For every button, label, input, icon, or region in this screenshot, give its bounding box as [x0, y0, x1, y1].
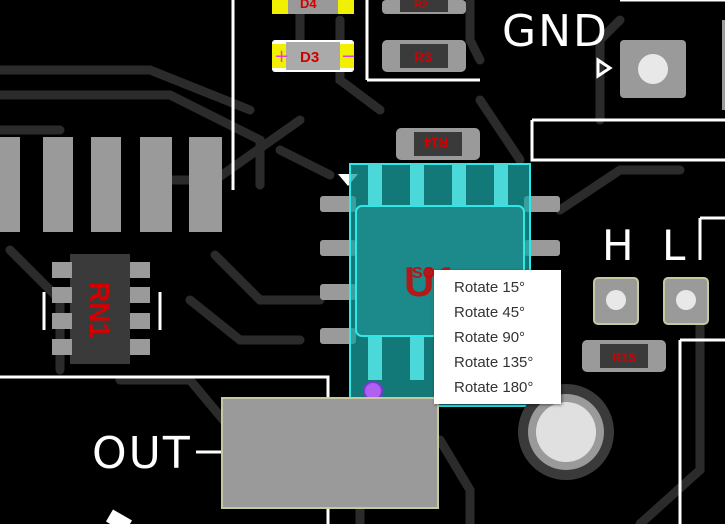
r3-label: R3 [414, 49, 432, 65]
r15-component[interactable]: R15 [582, 340, 666, 372]
menu-item-rotate-135[interactable]: Rotate 135° [454, 354, 534, 371]
gnd-label: GND [502, 6, 609, 57]
out-pad[interactable] [221, 397, 439, 509]
d3-label: D3 [300, 49, 319, 66]
r2-label: R2 [414, 0, 428, 11]
gnd-pin1-marker [596, 57, 613, 79]
rotate-context-menu: Rotate 15° Rotate 45° Rotate 90° Rotate … [434, 270, 561, 404]
gnd-pad[interactable] [620, 40, 686, 98]
r15-label: R15 [612, 350, 636, 365]
l-pad[interactable] [663, 277, 709, 325]
r3-component[interactable]: R3 [382, 40, 466, 72]
out-label: OUT [92, 428, 192, 479]
h-label: H [602, 221, 634, 270]
r14-label: R14 [423, 135, 448, 150]
d3-minus-mark: − [341, 46, 356, 67]
menu-item-rotate-45[interactable]: Rotate 45° [454, 304, 526, 321]
d3-component[interactable]: + − D3 [272, 40, 356, 72]
d4-label: D4 [300, 0, 317, 11]
rn1-component[interactable]: RN1 [42, 254, 162, 364]
header-pads [0, 137, 222, 232]
r2-component[interactable]: R2 [382, 0, 466, 14]
d4-component[interactable]: D4 [272, 0, 354, 14]
r14-component[interactable]: R14 [396, 128, 480, 160]
l-label: L [662, 221, 686, 270]
u1-package-label: SO [412, 265, 435, 282]
menu-item-rotate-15[interactable]: Rotate 15° [454, 279, 526, 296]
h-pad[interactable] [593, 277, 639, 325]
edge-pad [722, 20, 725, 110]
menu-item-rotate-90[interactable]: Rotate 90° [454, 329, 526, 346]
partial-pad [105, 509, 133, 524]
rn1-label: RN1 [84, 282, 115, 338]
mounting-pad[interactable] [518, 384, 614, 480]
d3-plus-mark: + [274, 46, 289, 67]
menu-item-rotate-180[interactable]: Rotate 180° [454, 379, 534, 396]
